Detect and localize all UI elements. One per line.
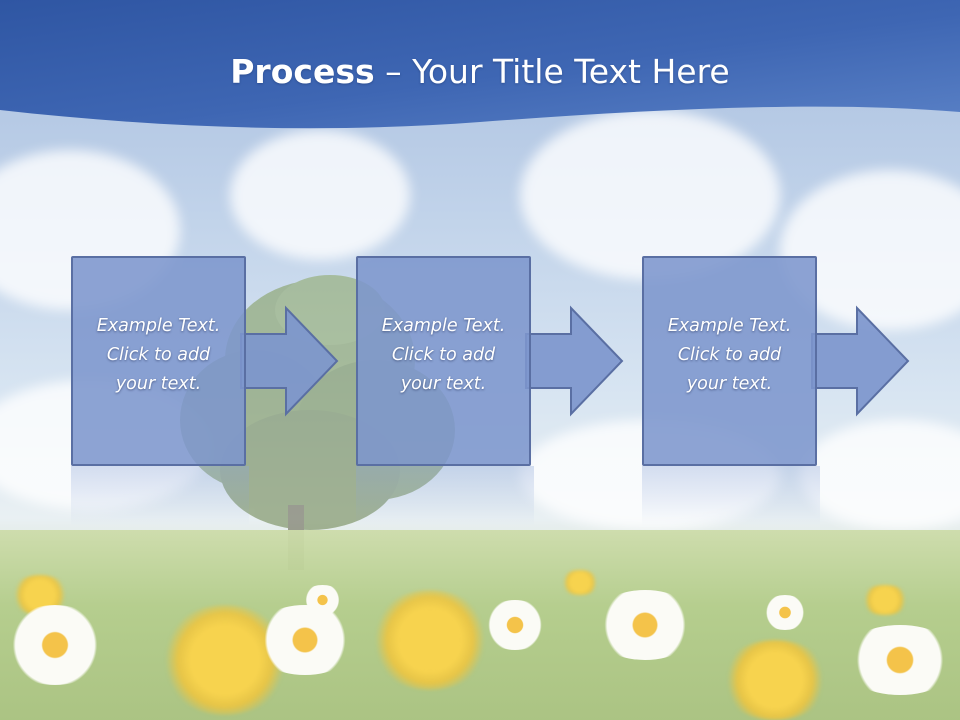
step-text-line: your text. <box>115 374 202 394</box>
header-band <box>0 0 960 129</box>
cloud <box>520 110 780 280</box>
title-dash: – <box>374 52 413 91</box>
step-box <box>356 256 531 466</box>
step-box <box>642 256 817 466</box>
process-step-3[interactable]: Example Text. Click to add your text. <box>642 256 910 466</box>
dandelion-flower <box>370 590 490 690</box>
title-rest-text: Your Title Text Here <box>412 52 730 91</box>
daisy-flower <box>480 600 550 650</box>
step-text-line: Click to add <box>106 345 211 365</box>
step-text-line: Example Text. <box>381 316 506 336</box>
daisy-flower <box>250 605 360 675</box>
title-bold-text: Process <box>230 52 375 91</box>
step-reflection <box>356 466 534 526</box>
step-text[interactable]: Example Text. Click to add your text. <box>71 312 246 399</box>
step-text-line: Click to add <box>391 345 496 365</box>
step-text-line: your text. <box>400 374 487 394</box>
step-text-line: Click to add <box>677 345 782 365</box>
step-reflection <box>642 466 820 526</box>
daisy-flower <box>300 585 345 615</box>
step-reflection <box>71 466 249 526</box>
right-arrow-icon <box>811 305 910 417</box>
process-step-1[interactable]: Example Text. Click to add your text. <box>71 256 339 466</box>
right-arrow-icon <box>240 305 339 417</box>
step-text[interactable]: Example Text. Click to add your text. <box>356 312 531 399</box>
step-text-line: Example Text. <box>96 316 221 336</box>
slide-title[interactable]: Process – Your Title Text Here <box>0 52 960 91</box>
daisy-flower <box>0 605 110 685</box>
step-text-line: Example Text. <box>667 316 792 336</box>
dandelion-flower <box>560 570 600 595</box>
step-box <box>71 256 246 466</box>
cloud <box>800 420 960 530</box>
dandelion-flower <box>860 585 910 615</box>
step-text-line: your text. <box>686 374 773 394</box>
process-step-2[interactable]: Example Text. Click to add your text. <box>356 256 624 466</box>
daisy-flower <box>590 590 700 660</box>
step-text[interactable]: Example Text. Click to add your text. <box>642 312 817 399</box>
cloud <box>230 130 410 260</box>
dandelion-flower <box>720 640 830 720</box>
daisy-flower <box>840 625 960 695</box>
right-arrow-icon <box>525 305 624 417</box>
daisy-flower <box>760 595 810 630</box>
